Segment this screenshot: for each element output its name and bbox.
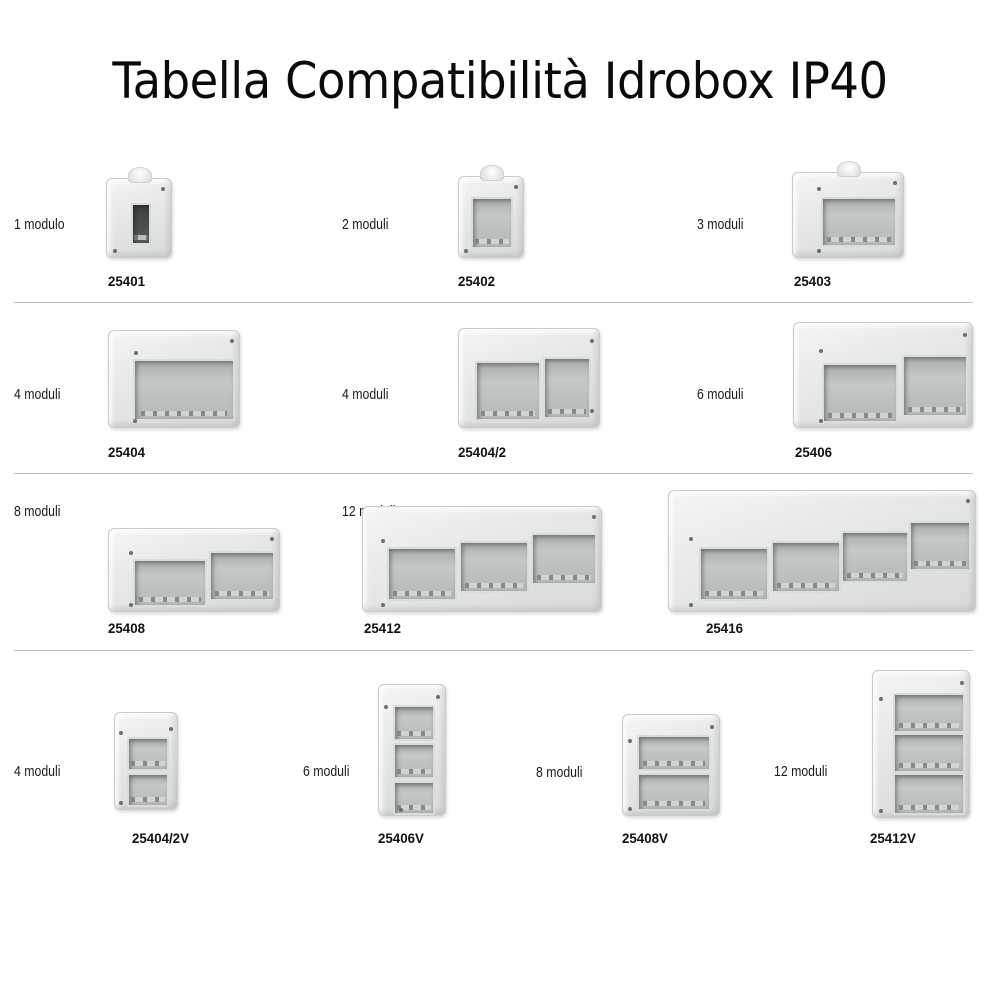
module-label: 8 moduli: [536, 764, 583, 781]
module-slot: [387, 547, 457, 601]
module-slot: [127, 737, 169, 771]
module-label: 2 moduli: [342, 216, 389, 233]
row-divider: [14, 302, 973, 303]
module-slot: [822, 363, 898, 423]
product-image-25404-2v: [114, 712, 178, 810]
module-slot: [393, 743, 435, 779]
module-slot: [699, 547, 769, 601]
module-label: 1 modulo: [14, 216, 65, 233]
product-code: 25404: [108, 444, 145, 460]
module-slot: [475, 361, 541, 421]
module-slot: [131, 203, 151, 245]
product-code: 25406: [795, 444, 832, 460]
module-slot: [893, 693, 965, 733]
product-code: 25408: [108, 620, 145, 636]
module-slot: [471, 197, 513, 249]
product-image-25416: [668, 490, 976, 612]
product-code: 25412: [364, 620, 401, 636]
product-image-25406v: [378, 684, 446, 816]
product-image-25408: [108, 528, 280, 612]
module-slot: [393, 705, 435, 741]
module-label: 4 moduli: [342, 386, 389, 403]
product-code: 25402: [458, 273, 495, 289]
cable-gland-icon: [837, 161, 861, 177]
module-slot: [531, 533, 597, 585]
product-code: 25412V: [870, 830, 916, 846]
module-slot: [893, 773, 965, 815]
module-label: 6 moduli: [303, 763, 350, 780]
cable-gland-icon: [480, 165, 504, 181]
product-code: 25403: [794, 273, 831, 289]
module-label: 3 moduli: [697, 216, 744, 233]
row-divider: [14, 473, 973, 474]
module-slot: [543, 357, 591, 419]
product-image-25406: [793, 322, 973, 428]
module-label: 6 moduli: [697, 386, 744, 403]
module-label: 4 moduli: [14, 763, 61, 780]
module-slot: [127, 773, 169, 807]
product-image-25401: [106, 167, 172, 258]
product-image-25412: [362, 506, 602, 612]
product-image-25408v: [622, 714, 720, 816]
module-slot: [637, 773, 711, 811]
module-slot: [841, 531, 909, 583]
module-slot: [893, 733, 965, 773]
product-image-25403: [792, 161, 904, 258]
module-slot: [902, 355, 968, 417]
product-image-25412v: [872, 670, 970, 818]
module-slot: [821, 197, 897, 247]
module-label: 4 moduli: [14, 386, 61, 403]
product-image-25404-2: [458, 328, 600, 428]
product-image-25404: [108, 330, 240, 428]
cable-gland-icon: [128, 167, 152, 183]
product-code: 25401: [108, 273, 145, 289]
module-label: 8 moduli: [14, 503, 61, 520]
module-slot: [209, 551, 275, 601]
product-code: 25408V: [622, 830, 668, 846]
row-divider: [14, 650, 973, 651]
product-code: 25404/2: [458, 444, 507, 460]
product-code: 25404/2V: [132, 830, 189, 846]
module-label: 12 moduli: [774, 763, 828, 780]
page-title: Tabella Compatibilità Idrobox IP40: [112, 51, 888, 110]
product-code: 25406V: [378, 830, 424, 846]
module-slot: [909, 521, 971, 571]
module-slot: [459, 541, 529, 593]
module-slot: [133, 559, 207, 607]
module-slot: [637, 735, 711, 771]
module-slot: [771, 541, 841, 593]
product-code: 25416: [706, 620, 743, 636]
product-image-25402: [458, 165, 524, 258]
module-slot: [133, 359, 235, 421]
